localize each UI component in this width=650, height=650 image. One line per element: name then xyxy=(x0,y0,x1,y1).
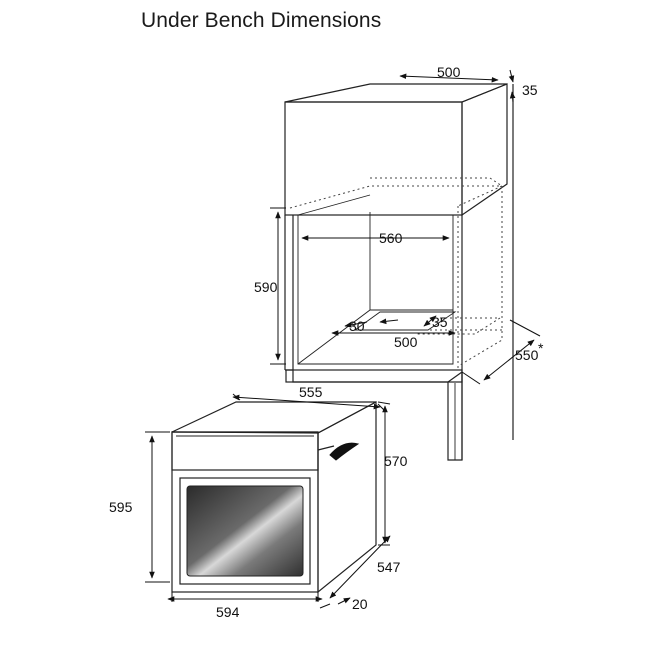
oven-control-panel xyxy=(171,431,319,471)
label-oven-height: 595 xyxy=(109,499,133,515)
hidden-lines xyxy=(289,177,503,370)
label-cavity-height: 590 xyxy=(254,279,278,295)
vent-opening xyxy=(353,311,502,335)
label-oven-depth: 547 xyxy=(377,559,401,575)
label-cavity-depth-note: * xyxy=(538,340,544,356)
oven-top-face xyxy=(171,401,377,434)
lower-plinth xyxy=(285,369,463,461)
label-bench-width: 500 xyxy=(437,64,461,80)
label-vent-width: 500 xyxy=(394,334,418,350)
label-oven-side-height: 570 xyxy=(384,453,408,469)
dim-arrow-rear-gap-left xyxy=(344,321,368,328)
label-rear-gap: 30 xyxy=(349,318,365,334)
cabinet-dimensions xyxy=(270,69,541,385)
oven-side-face xyxy=(317,400,377,594)
label-bench-thickness: 35 xyxy=(522,82,538,98)
dim-line-vent-depth xyxy=(423,315,437,327)
dim-arrow-bench-top xyxy=(508,69,515,83)
dim-line-cavity-depth xyxy=(483,339,535,381)
label-vent-depth: 35 xyxy=(432,314,448,330)
oven-door-window xyxy=(186,485,304,577)
dim-ext-depth-front xyxy=(461,371,481,385)
dimension-labels: 500 35 560 590 30 35 500 550 * 555 570 5… xyxy=(109,64,544,620)
oven-door-frame xyxy=(179,477,311,585)
dim-line-bench-width xyxy=(399,73,499,83)
cavity-opening xyxy=(297,194,454,365)
oven xyxy=(171,400,377,594)
bench-top xyxy=(284,83,508,217)
dim-line-oven-depth xyxy=(329,535,391,599)
label-oven-width-top: 555 xyxy=(299,384,323,400)
label-cavity-depth: 550 xyxy=(515,347,539,363)
label-door-thickness: 20 xyxy=(352,596,368,612)
diagram-title: Under Bench Dimensions xyxy=(141,9,382,32)
cabinet xyxy=(284,83,514,461)
dim-ext-depth-back xyxy=(509,319,541,337)
label-cavity-width: 560 xyxy=(379,230,403,246)
dim-line-door-thickness xyxy=(337,597,351,605)
dim-arrow-bench-bottom xyxy=(509,91,516,103)
oven-handle xyxy=(329,442,360,461)
dim-arrow-rear-gap-right xyxy=(379,318,399,325)
dim-line-oven-width-top xyxy=(232,394,381,410)
oven-dimensions xyxy=(145,393,391,609)
label-oven-width: 594 xyxy=(216,604,240,620)
